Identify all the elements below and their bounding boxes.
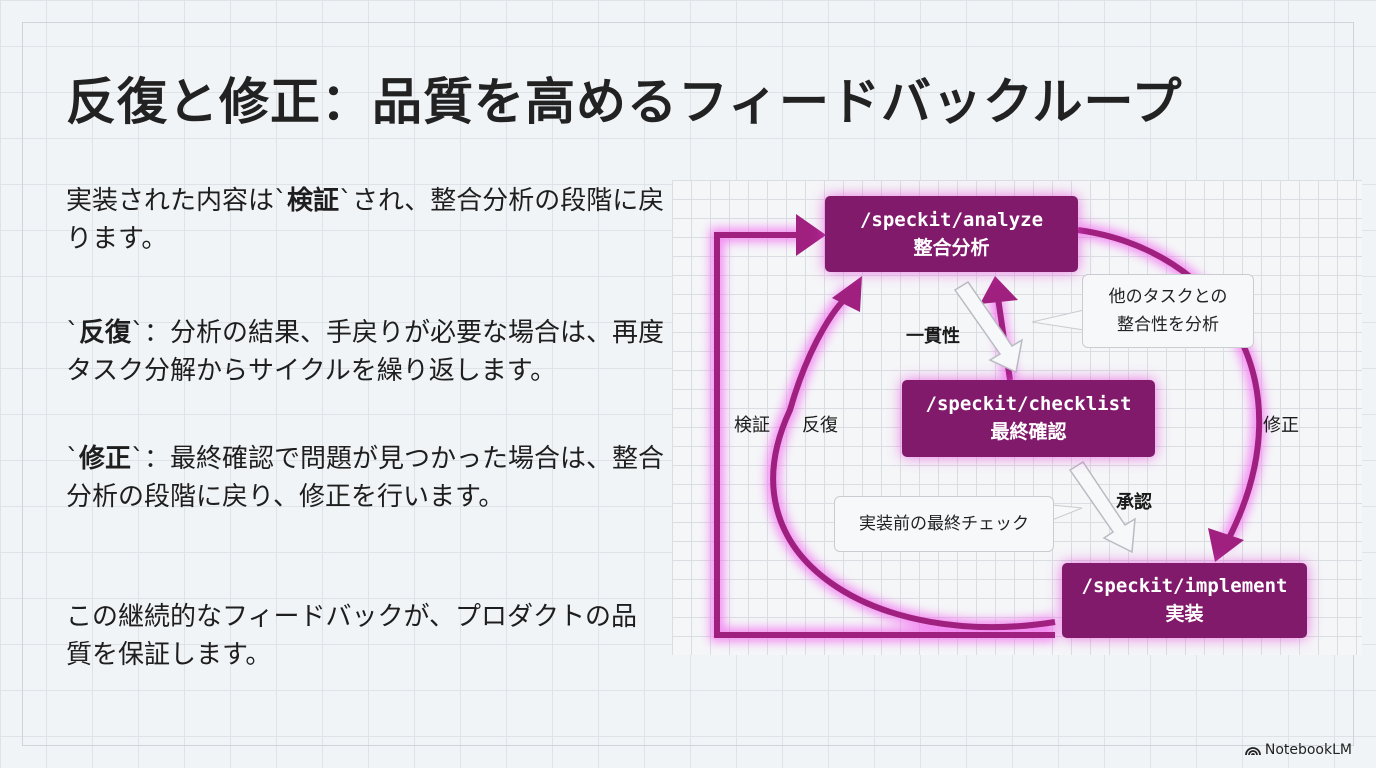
notebooklm-logo: NotebookLM (1244, 742, 1352, 758)
text: ` (66, 444, 79, 474)
hollow-arrow-icon (953, 280, 1024, 374)
node-command: /speckit/checklist (925, 393, 1132, 415)
label-verify: 検証 (734, 415, 770, 436)
arrowhead-icon (796, 214, 826, 256)
notebooklm-icon (1244, 747, 1261, 756)
node-implement: /speckit/implement 実装 (1062, 563, 1307, 638)
label-consistency: 一貫性 (906, 326, 960, 347)
node-checklist: /speckit/checklist 最終確認 (902, 380, 1155, 457)
label-approval: 承認 (1116, 492, 1152, 513)
text: `：最終確認で問題が見つかった場合は、整合分析の段階に戻り、修正を行います。 (66, 444, 665, 512)
node-label: 最終確認 (990, 421, 1067, 443)
paragraph-iterate: `反復`：分析の結果、手戻りが必要な場合は、再度タスク分解からサイクルを繰り返し… (66, 314, 676, 390)
label-iterate: 反復 (802, 415, 838, 436)
callout-check-note: 実装前の最終チェック (834, 496, 1054, 552)
paragraph-fix: `修正`：最終確認で問題が見つかった場合は、整合分析の段階に戻り、修正を行います… (66, 440, 676, 516)
bold-term: 検証 (287, 186, 340, 216)
brand-name: NotebookLM (1264, 742, 1352, 758)
paragraph-summary: この継続的なフィードバックが、プロダクトの品質を保証します。 (66, 602, 637, 670)
paragraph-verify: 実装された内容は`検証`され、整合分析の段階に戻ります。 (66, 182, 676, 258)
hollow-arrow-icon (1068, 460, 1136, 554)
text: `され、整合分析の段階に戻ります。 (66, 186, 665, 254)
verify-loop-line (714, 232, 1055, 638)
text: 実装された内容は` (66, 186, 288, 216)
bold-term: 反復 (79, 318, 132, 348)
arrowhead-icon (980, 276, 1018, 304)
bold-term: 修正 (79, 444, 132, 474)
node-analyze: /speckit/analyze 整合分析 (825, 196, 1078, 272)
iterate-arc (770, 292, 1056, 631)
label-fix: 修正 (1263, 415, 1299, 436)
page-title: 反復と修正：品質を高めるフィードバックループ (66, 73, 1183, 131)
text: ` (66, 318, 79, 348)
node-command: /speckit/implement (1081, 575, 1288, 597)
node-label: 整合分析 (913, 236, 990, 259)
node-label: 実装 (1165, 603, 1204, 625)
callout-analyze-note: 他のタスクとの 整合性を分析 (1082, 274, 1254, 348)
node-command: /speckit/analyze (859, 208, 1044, 231)
arrowhead-icon (832, 276, 862, 312)
text: `：分析の結果、手戻りが必要な場合は、再度タスク分解からサイクルを繰り返します。 (66, 318, 665, 386)
arrowhead-icon (1208, 528, 1244, 562)
